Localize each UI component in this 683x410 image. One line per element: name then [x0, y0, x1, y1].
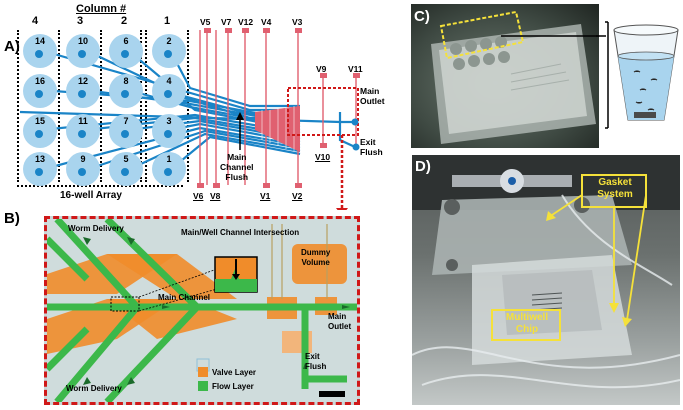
- valve-v1: V1: [260, 191, 271, 201]
- well-9: 9: [66, 152, 100, 186]
- main-outlet-label-a: Main Outlet: [360, 86, 385, 106]
- worm-delivery-top: Worm Delivery: [68, 224, 124, 233]
- valve-v10: V10: [315, 152, 331, 162]
- well-10: 10: [66, 34, 100, 68]
- valve-v2: V2: [292, 191, 303, 201]
- chip-photo-drawing: [431, 10, 599, 144]
- valve-v6: V6: [193, 191, 204, 201]
- panel-d-label: D): [415, 158, 431, 175]
- exit-flush-label-a: Exit Flush: [360, 137, 383, 157]
- panel-a-label: A): [4, 38, 20, 55]
- gasket-system-label: Gasket System: [597, 177, 633, 200]
- well-4: 4: [152, 74, 186, 108]
- well-16: 16: [23, 74, 57, 108]
- column-box-3: [58, 30, 102, 182]
- well-14: 14: [23, 34, 57, 68]
- worm-cup-illustration: [596, 21, 679, 129]
- multiwell-chip-label: Multiwell Chip: [505, 312, 549, 335]
- well-6: 6: [109, 34, 143, 68]
- column-box-2: [100, 30, 142, 182]
- column-title: Column #: [76, 3, 127, 15]
- well-3: 3: [152, 114, 186, 148]
- legend-valve-swatch: [198, 367, 208, 377]
- well-5: 5: [109, 152, 143, 186]
- valve-v8: V8: [210, 191, 221, 201]
- main-channel-flush-label: Main Channel Flush: [220, 152, 254, 182]
- intersection-label: Main/Well Channel Intersection: [181, 228, 300, 237]
- column-2: 2: [121, 15, 128, 27]
- valve-v9: V9: [316, 64, 327, 74]
- setup-photo-drawing: [412, 155, 680, 389]
- valve-v11: V11: [348, 64, 363, 74]
- legend-flow-swatch: [198, 381, 208, 391]
- well-13: 13: [23, 152, 57, 186]
- valve-v12: V12: [238, 17, 254, 27]
- well-12: 12: [66, 74, 100, 108]
- worm-delivery-bottom: Worm Delivery: [66, 384, 122, 393]
- valve-v4: V4: [261, 17, 272, 27]
- main-channel-label: Main Channel: [158, 293, 211, 302]
- valve-v3: V3: [292, 17, 303, 27]
- array-label: 16-well Array: [60, 190, 122, 201]
- dummy-volume-label: Dummy Volume: [301, 248, 331, 267]
- column-4: 4: [32, 15, 39, 27]
- main-outlet-label-b: Main Outlet: [328, 312, 352, 331]
- channel-network: [19, 28, 360, 210]
- valve-v5: V5: [200, 17, 211, 27]
- panel-c-label: C): [414, 8, 430, 25]
- panel-b-label: B): [4, 210, 20, 227]
- panel-b-image: [44, 216, 360, 405]
- legend-valve-label: Valve Layer: [212, 368, 257, 377]
- exit-flush-label-b: Exit Flush: [305, 352, 327, 371]
- well-7: 7: [109, 114, 143, 148]
- valve-v7: V7: [221, 17, 232, 27]
- well-2: 2: [152, 34, 186, 68]
- well-1: 1: [152, 152, 186, 186]
- panel-b-drawing: [47, 219, 357, 402]
- legend-flow-label: Flow Layer: [212, 382, 254, 391]
- array-bracket: [17, 185, 183, 187]
- panel-c-photo: [411, 4, 599, 148]
- column-3: 3: [77, 15, 84, 27]
- column-box-4: [17, 30, 57, 182]
- column-1: 1: [164, 15, 171, 27]
- well-15: 15: [23, 114, 57, 148]
- well-8: 8: [109, 74, 143, 108]
- well-11: 11: [66, 114, 100, 148]
- panel-d-photo: [412, 155, 680, 405]
